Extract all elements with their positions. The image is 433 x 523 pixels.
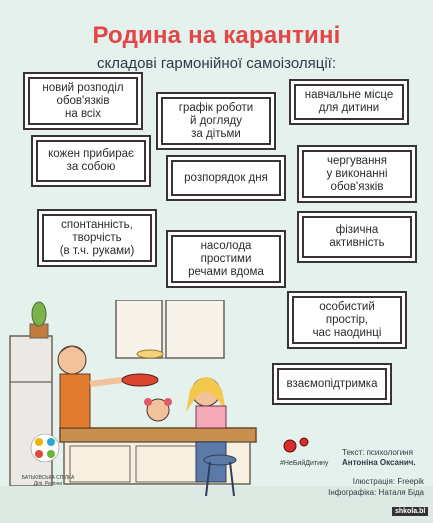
- card-daily-routine: розпорядок дня: [171, 160, 281, 196]
- hashtag: #НеБийДитину: [280, 460, 329, 467]
- card-self-cleaning: кожен прибирає за собою: [36, 140, 146, 182]
- illustration-credit: Ілюстрація: Freepik Інфографіка: Наталя …: [328, 477, 424, 497]
- site-watermark: shkola.bl: [392, 507, 429, 516]
- logo-icon: [30, 433, 60, 463]
- text-credit: Текст: психологиня Антоніна Оксанич.: [342, 448, 416, 467]
- card-physical-activity: фізична активність: [302, 216, 412, 258]
- card-new-duties: новий розподіл обов'язків на всіх: [28, 77, 138, 125]
- card-duty-rotation: чергування у виконанні обов'язків: [302, 150, 412, 198]
- page-subtitle: складові гармонійної самоізоляції:: [96, 55, 336, 72]
- card-personal-space: особистий простір, час наодинці: [292, 296, 402, 344]
- card-mutual-support: взаємопідтримка: [277, 368, 387, 400]
- card-study-place: навчальне місце для дитини: [294, 84, 404, 120]
- page-title: Родина на карантині: [92, 22, 341, 49]
- card-creativity: спонтанність, творчість (в т.ч. руками): [42, 214, 152, 262]
- logo-caption: БАТЬКІВСЬКА СПІЛКА Ділі. Регіони: [21, 475, 75, 487]
- card-simple-pleasures: насолода простими речами вдома: [171, 235, 281, 283]
- card-work-schedule: графік роботи й догляду за дітьми: [161, 97, 271, 145]
